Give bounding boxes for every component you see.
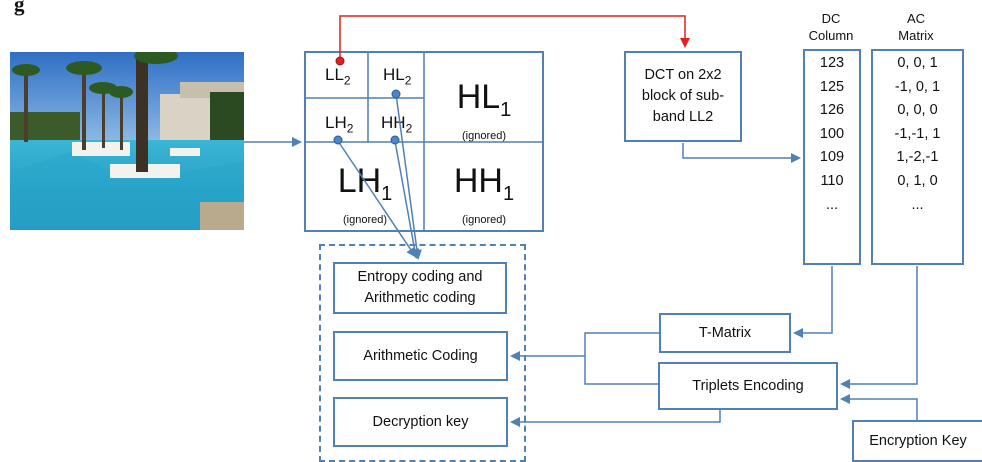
dc-value: 109 <box>819 149 845 166</box>
triplets-encoding-box: Triplets Encoding <box>658 362 838 410</box>
hh1-sub: 1 <box>502 182 515 205</box>
dc-value: 125 <box>819 78 845 95</box>
dc-value: ... <box>825 196 839 213</box>
ac-value: 0, 0, 0 <box>897 102 938 119</box>
lh2-dot <box>333 135 343 145</box>
dc-to-tmatrix-arrow <box>793 266 833 338</box>
entropy-coding-label: Entropy coding and Arithmetic coding <box>357 269 483 306</box>
encryption-key-box: Encryption Key <box>852 420 982 462</box>
dct-box-label: DCT on 2x2 block of sub-band LL2 <box>641 67 725 125</box>
dc-header-line-1: DC <box>821 11 841 26</box>
ll2-to-dct-arrow <box>339 15 690 60</box>
ac-matrix-header: AC Matrix <box>876 10 956 44</box>
ac-header-line-2: Matrix <box>898 28 934 43</box>
hh1-base: HH <box>453 162 503 200</box>
lh2-sub: 2 <box>346 121 354 136</box>
hh2-sub: 2 <box>405 121 413 136</box>
dc-value: 126 <box>819 102 845 119</box>
hh1-note: (ignored) <box>461 213 507 226</box>
decryption-key-box: Decryption key <box>333 397 508 447</box>
arithmetic-coding-box: Arithmetic Coding <box>333 331 508 381</box>
triplets-to-decryption-arrow <box>510 410 721 427</box>
t-matrix-box: T-Matrix <box>659 313 791 353</box>
dc-column-header: DC Column <box>796 10 866 44</box>
hl2-label: HL2 <box>383 65 411 87</box>
ll2-dot <box>335 56 345 66</box>
ll2-label: LL2 <box>325 65 351 87</box>
hh2-to-entropy-arrow <box>394 140 420 259</box>
ac-value: 0, 0, 1 <box>897 55 938 71</box>
lh1-sub: 1 <box>381 182 393 205</box>
t-matrix-label: T-Matrix <box>698 324 752 341</box>
ll2-sub: 2 <box>343 73 351 88</box>
pool-photo <box>10 48 244 230</box>
dc-value: 123 <box>819 55 845 71</box>
hl1-sub: 1 <box>500 98 512 121</box>
dc-value: 110 <box>820 172 844 189</box>
ac-value: 0, 1, 0 <box>897 172 938 189</box>
triplets-encoding-label: Triplets Encoding <box>692 377 804 394</box>
ac-matrix-box <box>871 49 964 265</box>
ac-header-line-1: AC <box>906 11 926 26</box>
dc-header-line-2: Column <box>808 28 854 43</box>
ac-value: -1,-1, 1 <box>894 125 941 142</box>
input-image <box>10 48 244 230</box>
lh2-label: LH2 <box>325 113 353 135</box>
hl1-base: HL <box>456 78 501 116</box>
figure-label: g <box>14 0 25 16</box>
ac-to-triplets-arrow <box>840 266 918 389</box>
arithmetic-coding-label: Arithmetic Coding <box>363 347 478 364</box>
entropy-coding-box: Entropy coding and Arithmetic coding <box>333 262 507 314</box>
ll2-base: LL <box>325 65 344 84</box>
hl1-note: (ignored) <box>461 129 507 142</box>
hh2-dot <box>390 135 400 145</box>
lh1-label: LH1 (ignored) <box>306 164 424 226</box>
lh1-base: LH <box>337 162 382 200</box>
lh2-base: LH <box>325 113 347 132</box>
hl2-base: HL <box>383 65 405 84</box>
ac-matrix-values: 0, 0, 1 -1, 0, 1 0, 0, 0 -1,-1, 1 1,-2,-… <box>871 52 964 217</box>
dc-column-values: 123 125 126 100 109 110 ... <box>803 52 861 217</box>
ac-value: ... <box>911 196 924 213</box>
hl1-label: HL1 (ignored) <box>426 80 542 142</box>
hl2-to-entropy-arrow <box>395 93 422 260</box>
ac-value: 1,-2,-1 <box>896 149 939 166</box>
dct-box: DCT on 2x2 block of sub-band LL2 <box>624 51 742 142</box>
enckey-to-triplets-arrow <box>840 394 918 420</box>
decryption-key-label: Decryption key <box>372 413 469 430</box>
tmatrix-triplets-bracket <box>584 332 659 385</box>
hl2-dot <box>391 89 401 99</box>
dct-to-dc-arrow <box>682 143 801 163</box>
dc-column-box <box>803 49 861 265</box>
encryption-key-label: Encryption Key <box>869 432 967 449</box>
dc-value: 100 <box>819 125 845 142</box>
lh1-note: (ignored) <box>342 213 388 226</box>
lh2-to-entropy-arrow <box>337 140 417 258</box>
hl2-sub: 2 <box>404 73 412 88</box>
ac-value: -1, 0, 1 <box>894 78 941 95</box>
hh1-label: HH1 (ignored) <box>426 164 542 226</box>
